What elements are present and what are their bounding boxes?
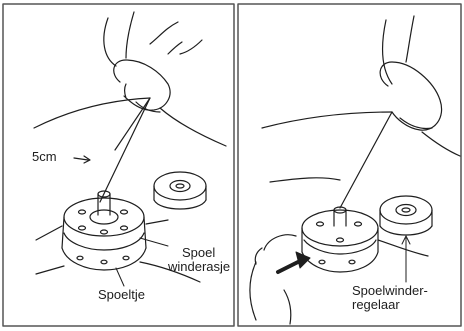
stopper-right (380, 196, 432, 235)
dimension-marker (74, 156, 90, 163)
label-bobbin-spindle: Spoel winderasje (168, 246, 230, 274)
label-bobbin-winder-stopper-line1: Spoelwinder- (352, 284, 428, 298)
bobbin-right (302, 207, 378, 272)
label-bobbin-winder-stopper-line2: regelaar (352, 298, 428, 312)
bobbin-left (62, 191, 146, 270)
label-thread-length: 5cm (32, 150, 57, 164)
label-bobbin-spindle-line2: winderasje (168, 260, 230, 274)
push-arrow (278, 252, 310, 272)
hand-drawing (104, 12, 202, 112)
thread-lines-right (262, 112, 460, 208)
label-bobbin: Spoeltje (98, 288, 145, 302)
hand-drawing-right (380, 16, 441, 130)
pushing-finger (250, 235, 296, 324)
label-bobbin-spindle-line1: Spoel (168, 246, 230, 260)
panel-frames (3, 4, 461, 326)
label-bobbin-winder-stopper: Spoelwinder- regelaar (352, 284, 428, 312)
right-panel-drawing (250, 16, 460, 324)
thread-lines-left (34, 98, 226, 202)
stopper-left (154, 172, 206, 209)
